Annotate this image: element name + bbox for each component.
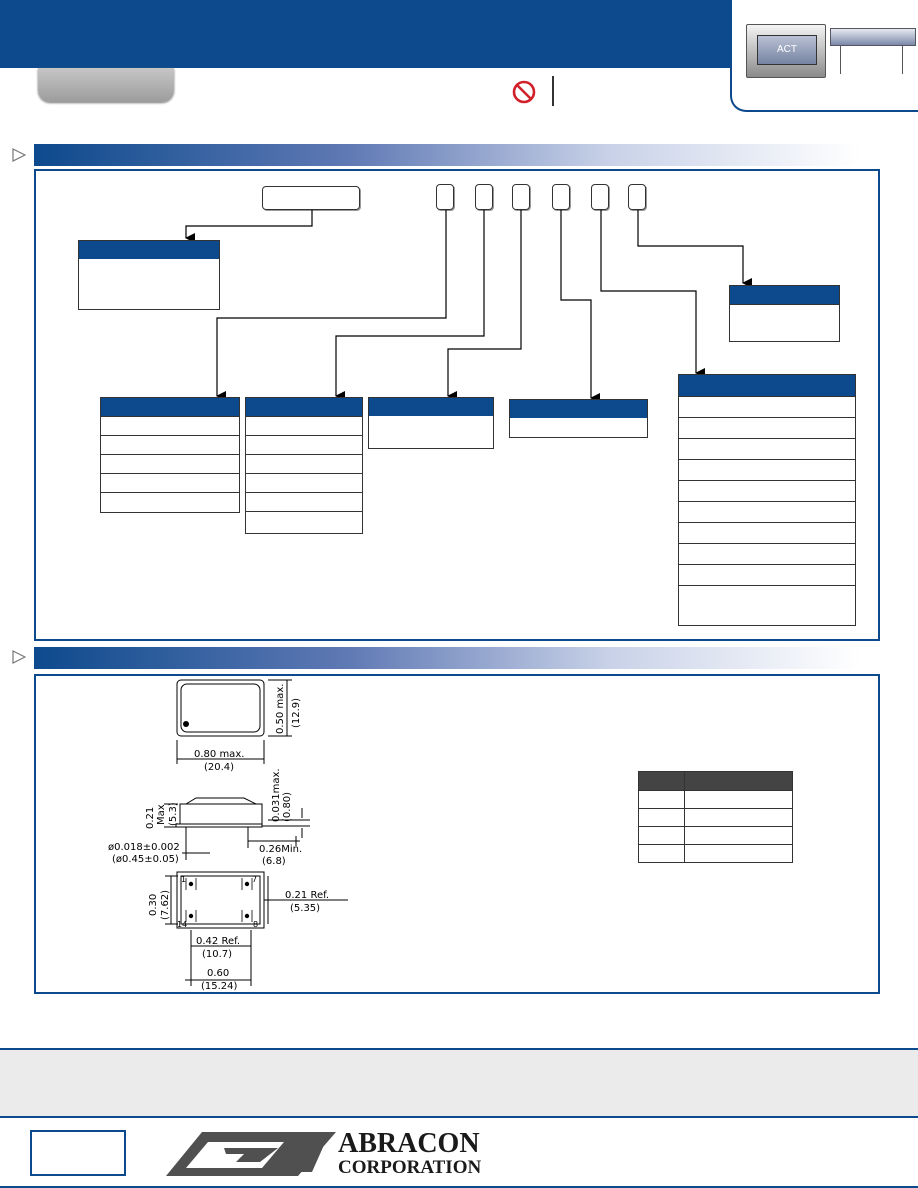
table-header <box>510 400 647 418</box>
table-row <box>101 492 239 511</box>
option-table <box>368 397 494 449</box>
oscillator-side-photo <box>830 28 916 46</box>
part-number-series-box <box>262 186 360 210</box>
dimensions-section-box <box>34 674 880 994</box>
table-header <box>679 375 855 396</box>
dim-side-height-max: Max <box>156 804 167 825</box>
series-description-table <box>78 240 220 310</box>
table-row <box>246 511 362 530</box>
option-table <box>678 374 856 626</box>
part-number-slot <box>475 184 493 210</box>
table-row <box>101 416 239 435</box>
pin-assignment-table <box>638 771 793 863</box>
table-header <box>101 398 239 416</box>
pin-14-label: 14 <box>177 920 187 929</box>
table-row <box>101 435 239 454</box>
dim-pin-length-mm: (6.8) <box>262 856 286 867</box>
table-row <box>639 826 792 844</box>
oscillator-top-photo: ACT <box>746 24 826 78</box>
dim-pin-diameter: ø0.018±0.002 <box>108 842 180 853</box>
dim-row-spacing-mm: (7.62) <box>160 890 171 920</box>
table-header <box>639 772 792 790</box>
table-row <box>101 473 239 492</box>
option-table <box>245 397 363 534</box>
table-row <box>246 492 362 511</box>
table-row <box>639 790 792 808</box>
table-row <box>246 416 362 435</box>
table-row <box>246 473 362 492</box>
part-number-slot <box>436 184 454 210</box>
pin-7-label: 7 <box>252 875 257 884</box>
table-row <box>679 522 855 543</box>
section-arrow-icon <box>12 650 26 664</box>
dim-standoff: 0.031max. <box>271 768 282 822</box>
table-header <box>79 241 219 259</box>
dim-pin-spacing-mm: (15.24) <box>201 981 238 992</box>
part-number-slot <box>628 184 646 210</box>
dim-pin-diameter-mm: (ø0.45±0.05) <box>112 854 179 865</box>
table-row <box>679 501 855 522</box>
dim-standoff-mm: (0.80) <box>282 792 293 822</box>
dim-side-height-mm: (5.3) <box>168 802 179 826</box>
table-row <box>101 454 239 473</box>
table-row <box>730 304 839 323</box>
dim-pin-spacing: 0.60 <box>207 968 229 979</box>
header-divider <box>552 76 554 106</box>
dim-row-spacing: 0.30 <box>148 894 159 916</box>
table-header <box>730 286 839 304</box>
footer-rule <box>0 1048 918 1050</box>
oscillator-pin <box>902 46 903 74</box>
header-band <box>0 0 730 68</box>
footer-rule <box>0 1186 918 1188</box>
dim-pin-length: 0.26Min. <box>259 844 302 855</box>
table-row <box>679 480 855 501</box>
abracon-logo-icon <box>166 1132 336 1176</box>
dim-ref-right-mm: (5.35) <box>290 903 320 914</box>
pin-1-label: 1 <box>181 875 186 884</box>
dimensions-section-bar <box>34 647 860 669</box>
dim-top-height-mm: (12.9) <box>291 698 302 728</box>
ordering-section-box <box>34 169 880 641</box>
dim-ref-bottom: 0.42 Ref. <box>196 936 240 947</box>
brand-name: ABRACON <box>338 1128 480 1159</box>
oscillator-photo-label: ACT <box>757 35 817 65</box>
section-arrow-icon <box>12 148 26 162</box>
table-row <box>679 459 855 480</box>
table-header <box>369 398 493 416</box>
table-row <box>679 417 855 438</box>
table-row <box>639 844 792 862</box>
dim-top-width: 0.80 max. <box>194 749 244 760</box>
header-grey-tab <box>38 68 174 102</box>
dim-ref-right: 0.21 Ref. <box>285 890 329 901</box>
table-row <box>679 585 855 606</box>
table-row <box>679 543 855 564</box>
pin-8-label: 8 <box>253 920 258 929</box>
no-lead-icon <box>512 80 536 104</box>
part-number-slot <box>552 184 570 210</box>
option-table <box>729 285 840 342</box>
dim-top-width-mm: (20.4) <box>204 762 234 773</box>
dim-top-height: 0.50 max. <box>275 684 286 734</box>
table-row <box>246 435 362 454</box>
table-row <box>679 564 855 585</box>
footer-band <box>0 1050 918 1116</box>
part-number-slot <box>512 184 530 210</box>
dim-ref-bottom-mm: (10.7) <box>202 949 232 960</box>
part-number-slot <box>591 184 609 210</box>
ordering-section-bar <box>34 144 860 166</box>
table-header <box>246 398 362 416</box>
table-row <box>679 396 855 417</box>
brand-subtitle: CORPORATION <box>338 1157 482 1178</box>
footer-rule <box>0 1116 918 1118</box>
table-row <box>639 808 792 826</box>
option-table <box>100 397 240 513</box>
table-row <box>679 438 855 459</box>
table-row <box>246 454 362 473</box>
footer-page-box <box>30 1130 126 1176</box>
oscillator-pin <box>840 46 841 74</box>
option-table <box>509 399 648 438</box>
dim-side-height: 0.21 <box>145 807 156 829</box>
